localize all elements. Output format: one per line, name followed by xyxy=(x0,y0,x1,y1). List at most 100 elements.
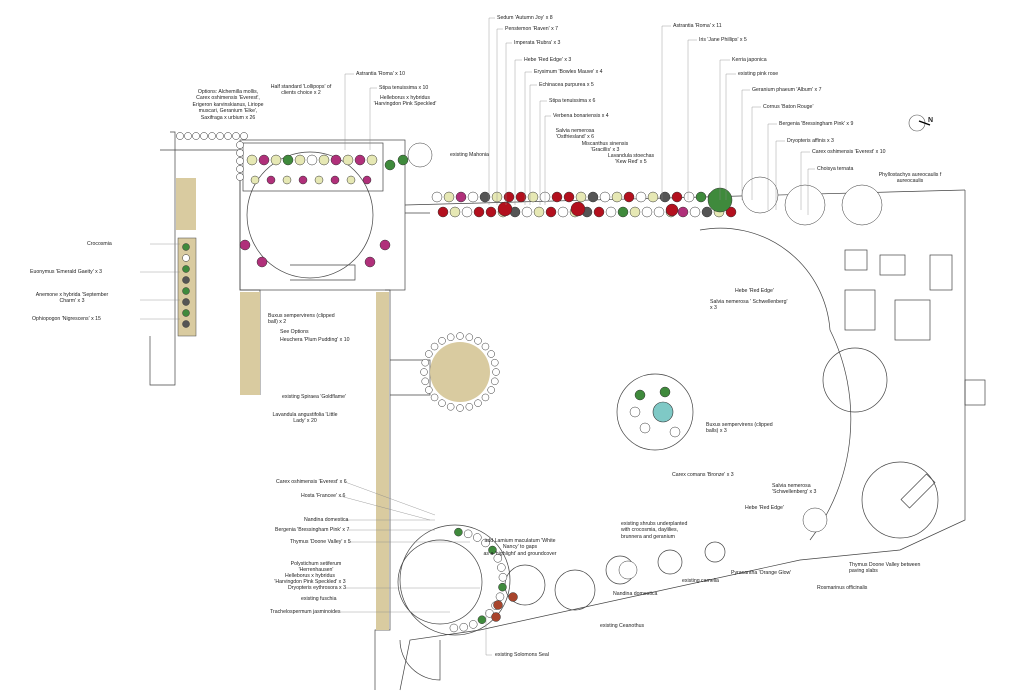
hedge-plant xyxy=(208,132,216,140)
border-plant xyxy=(467,191,479,203)
label-polystichum: Polystichum setiferum 'Herrenhausen' xyxy=(290,561,342,574)
border-plant xyxy=(671,191,683,203)
border-plant xyxy=(725,206,737,218)
label-bergenia-9: Bergenia 'Bressingham Pink' x 9 xyxy=(779,121,854,127)
border-plant xyxy=(617,206,629,218)
border-plant xyxy=(437,206,449,218)
label-dryopteris-eythrosora: Dryopteris eythrosora x 3 xyxy=(288,585,346,591)
lavender-plant xyxy=(421,358,429,367)
border-plant xyxy=(683,191,695,203)
border-plant xyxy=(515,191,527,203)
label-thymus-5: Thymus 'Doone Valley' x 5 xyxy=(290,539,351,545)
north-label: N xyxy=(928,117,934,124)
lavender-plant xyxy=(430,342,439,351)
hedge-plant xyxy=(192,132,200,140)
border-plant xyxy=(635,191,647,203)
label-kerria: Kerria japonica xyxy=(732,57,767,63)
hedge-plant xyxy=(236,165,244,173)
bed-plant xyxy=(182,298,190,306)
pond xyxy=(652,401,674,423)
ring-plant xyxy=(468,620,478,629)
ring-plant xyxy=(493,554,503,563)
label-hebe-b: Hebe 'Red Edge' xyxy=(745,505,784,511)
border-plant xyxy=(266,175,276,185)
border-plant xyxy=(641,206,653,218)
tree xyxy=(741,176,779,214)
label-salvia-ostfriesland: Salvia nemerosa 'Ostfriesland' x 6 xyxy=(555,128,595,141)
label-ophiopogon: Ophiopogon 'Nigrescens' x 15 xyxy=(32,316,101,322)
solomons-plant xyxy=(491,612,501,622)
north-arrow xyxy=(908,114,931,132)
ring-plant xyxy=(459,622,468,632)
border-plant xyxy=(246,154,258,166)
hedge-plant xyxy=(200,132,208,140)
label-echinacea: Echinacea purpurea x 5 xyxy=(539,82,594,88)
ring-plant xyxy=(477,615,487,624)
nandina xyxy=(618,560,638,580)
border-plant xyxy=(593,206,605,218)
border-plant xyxy=(611,191,623,203)
label-pyracantha: Pyracantha 'Orange Glow' xyxy=(731,570,792,576)
border-plant xyxy=(455,191,467,203)
border-plant xyxy=(605,206,617,218)
lavender-plant xyxy=(491,377,499,386)
bed-plant xyxy=(182,320,190,328)
lavender-plant xyxy=(446,403,455,411)
label-euonymus: Euonymus 'Emerald Gaeity' x 3 xyxy=(30,269,103,275)
ring-plant xyxy=(463,529,473,539)
label-anemone: Anemone x hybrida 'September Charm' x 3 xyxy=(35,292,109,305)
border-plant xyxy=(298,175,308,185)
plant xyxy=(364,256,376,268)
bed-plant xyxy=(182,265,190,273)
border-plant xyxy=(330,175,340,185)
lavender-plant xyxy=(456,332,464,340)
label-solomons-seal: existing Solomons Seal xyxy=(495,652,549,658)
bed-plant xyxy=(639,422,651,434)
border-plant xyxy=(527,191,539,203)
label-buxus-3: Buxus sempervirens (clipped balls) x 3 xyxy=(706,422,773,435)
border-plant xyxy=(270,154,282,166)
border-plant xyxy=(342,154,354,166)
border-plant xyxy=(366,154,378,166)
hedge-plant xyxy=(216,132,224,140)
label-rosmarinus: Rosmarinus officinalis xyxy=(817,585,868,591)
label-carex-10: Carex oshimensis 'Everest' x 10 xyxy=(812,149,886,155)
hardscape-lines xyxy=(149,131,986,691)
label-see-options: See Options xyxy=(280,329,309,335)
label-salvia-schwellenberg-b: Salvia nemerosa 'Schwellenberg' x 3 xyxy=(772,483,817,496)
label-salvia-schwellenberg-a: Salvia nemerosa ' Schwellenberg' x 3 xyxy=(710,299,788,312)
lavender-plant xyxy=(474,337,482,345)
border-plant xyxy=(473,206,485,218)
plant xyxy=(239,239,251,251)
lavender-plant xyxy=(425,350,433,358)
border-plant xyxy=(551,191,563,203)
tree xyxy=(784,184,826,226)
lavender-plant xyxy=(492,368,500,376)
bed-plant xyxy=(629,406,641,418)
border-plant xyxy=(557,206,569,218)
lavender-plant xyxy=(487,350,495,358)
border-plant xyxy=(282,154,294,166)
planting-symbols xyxy=(176,132,883,633)
border-plant xyxy=(521,206,533,218)
red-plant xyxy=(665,203,679,217)
hedge-plant xyxy=(236,157,244,165)
ring-plant xyxy=(454,527,463,537)
red-plant xyxy=(570,201,586,217)
border-plant xyxy=(294,154,306,166)
label-fuschia: existing fuschia xyxy=(301,596,337,602)
tree xyxy=(841,184,883,226)
label-imperata: Imperata 'Rubra' x 3 xyxy=(514,40,561,46)
label-lavandula-kew: Lavandula stoechas 'Kew Red' x 5 xyxy=(607,153,655,166)
label-ceanothus: existing Ceanothus xyxy=(600,623,645,629)
label-lollipops: Half standard 'Lollipops' of clients cho… xyxy=(270,84,332,97)
bed-plant xyxy=(182,276,190,284)
label-trachelospermum: Trachelospermum jasminoides xyxy=(270,609,341,615)
border-plant xyxy=(503,191,515,203)
label-lavandula-little: Lavandula angustifolia 'Little Lady' x 2… xyxy=(272,412,338,425)
border-plant xyxy=(431,191,443,203)
label-iris: Iris 'Jane Phillips' x 5 xyxy=(699,37,747,43)
hedge-plant xyxy=(236,141,244,149)
border-plant xyxy=(647,191,659,203)
